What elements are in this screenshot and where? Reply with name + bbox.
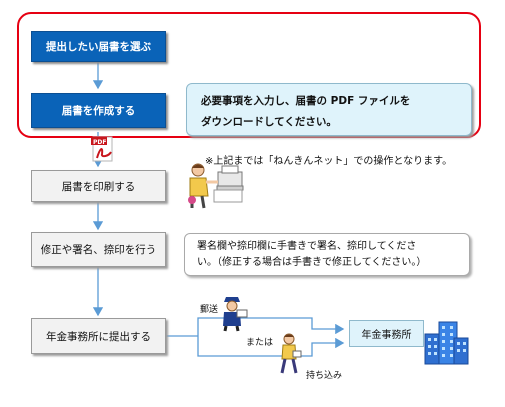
bring-label: 持ち込み xyxy=(306,371,343,381)
svg-text:PDF: PDF xyxy=(93,139,106,146)
step-choose-form: 提出したい届書を選ぶ xyxy=(31,31,166,62)
sign-note-line2: い。（修正する場合は手書きで修正してください。） xyxy=(197,257,427,268)
online-steps-frame xyxy=(17,12,481,138)
online-remark: ※上記までは「ねんきんネット」での操作となります。 xyxy=(205,156,453,167)
sign-note: 署名欄や捺印欄に手書きで署名、捺印してくださ い。（修正する場合は手書きで修正し… xyxy=(184,233,470,276)
sign-note-line1: 署名欄や捺印欄に手書きで署名、捺印してくださ xyxy=(197,241,417,252)
step-print-form: 届書を印刷する xyxy=(31,170,166,202)
person-printing-icon xyxy=(188,163,244,209)
or-label: または xyxy=(246,338,274,348)
mail-label: 郵送 xyxy=(200,305,219,315)
create-note-line2: ダウンロードしてください。 xyxy=(201,116,337,128)
pdf-icon: PDF xyxy=(91,136,113,162)
walking-person-icon xyxy=(280,333,302,374)
step-sign-stamp: 修正や署名、捺印を行う xyxy=(31,232,166,267)
office-building-icon xyxy=(424,321,469,365)
step-submit-office: 年金事務所に提出する xyxy=(31,318,166,354)
step-create-form: 届書を作成する xyxy=(31,93,166,128)
pension-office-box: 年金事務所 xyxy=(349,320,424,347)
postman-icon xyxy=(223,297,248,332)
create-note-line1: 必要事項を入力し、届書の PDF ファイルを xyxy=(201,95,411,107)
create-form-note: 必要事項を入力し、届書の PDF ファイルを ダウンロードしてください。 xyxy=(186,83,472,136)
